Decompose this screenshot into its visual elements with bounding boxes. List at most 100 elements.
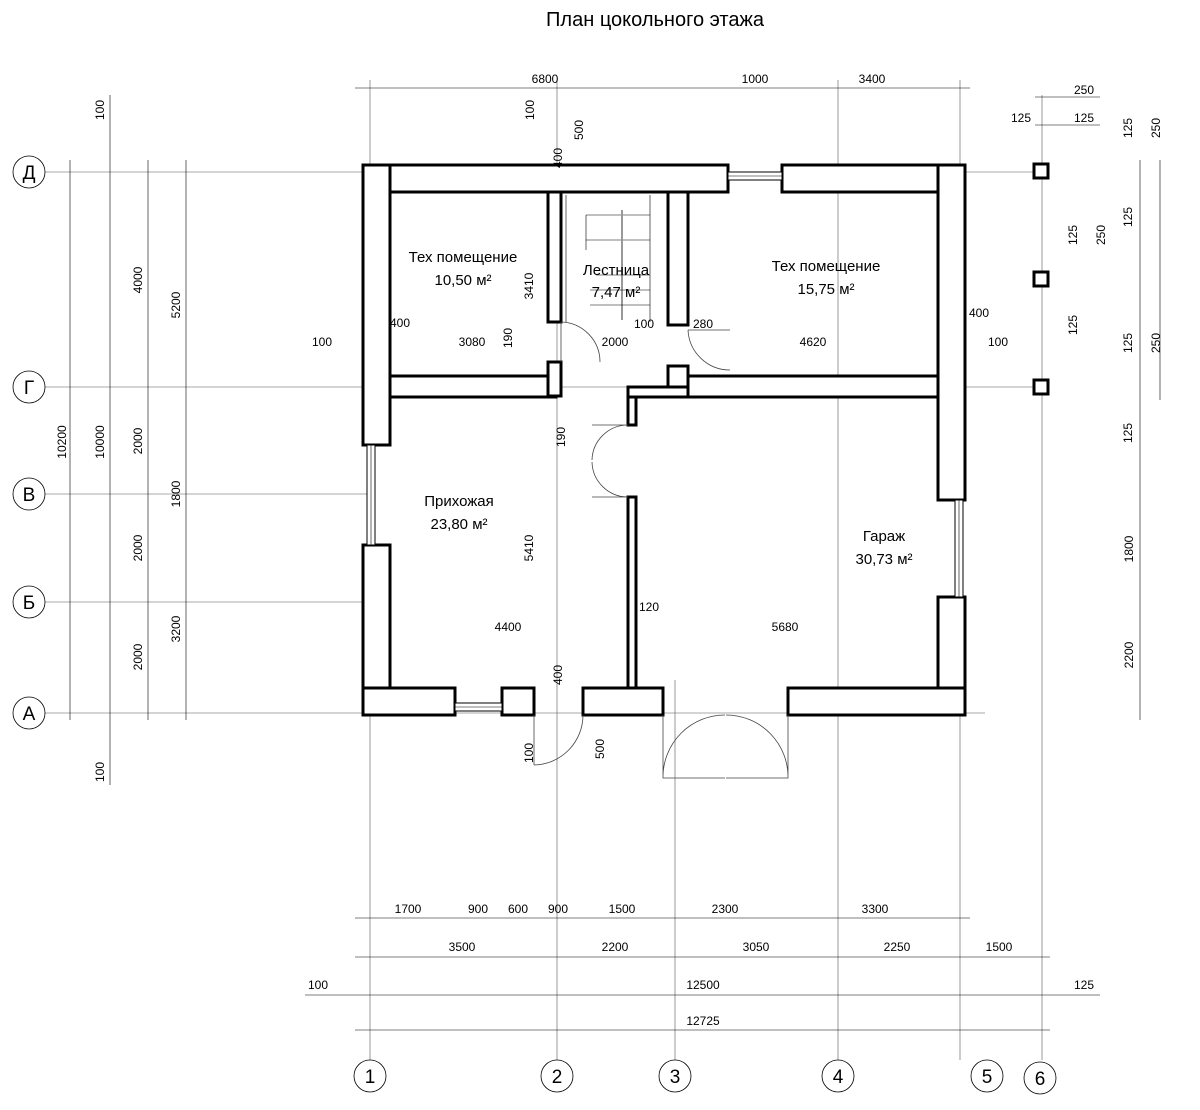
axis-bubbles-horizontal: Д Г В Б А	[12, 155, 46, 730]
dim-bottom: 125	[1074, 978, 1094, 992]
dim-bottom: 2300	[712, 902, 739, 916]
dim-left: 10200	[55, 425, 69, 459]
dim-right: 1800	[1122, 535, 1136, 562]
dim-left: 5200	[169, 291, 183, 318]
door-swings	[533, 321, 789, 779]
dim-right: 125	[1066, 225, 1080, 245]
top-dimensions: 6800 1000 3400	[532, 72, 886, 86]
svg-text:4: 4	[833, 1067, 844, 1088]
svg-text:Б: Б	[23, 593, 35, 614]
dim-right: 125	[1121, 118, 1135, 138]
axis-bubble-g: Г	[12, 370, 46, 404]
room-name: Лестница	[583, 262, 650, 279]
room-name: Гараж	[863, 528, 905, 545]
dim-left: 2000	[131, 643, 145, 670]
dim-interior: 100	[634, 317, 654, 331]
dim-interior: 120	[639, 600, 659, 614]
dim-right: 125	[1074, 111, 1094, 125]
dim-left: 100	[93, 762, 107, 782]
dim-left: 3200	[169, 615, 183, 642]
dim-bottom: 2200	[602, 940, 629, 954]
dim-right: 250	[1074, 83, 1094, 97]
dim-right: 125	[1066, 315, 1080, 335]
dim-right: 250	[1149, 333, 1163, 353]
dim-bottom: 1700	[395, 902, 422, 916]
stair-symbol	[565, 195, 651, 322]
room-hall: Прихожая 23,80 м²	[424, 493, 494, 533]
dim-interior: 190	[501, 328, 515, 348]
svg-text:3: 3	[670, 1067, 681, 1088]
axis-bubble-b: Б	[12, 585, 46, 619]
dim-interior: 100	[523, 100, 537, 120]
room-area: 10,50 м²	[434, 272, 491, 289]
dim-bottom: 1500	[986, 940, 1013, 954]
dim-interior: 400	[390, 316, 410, 330]
dim-right: 125	[1121, 333, 1135, 353]
dim-top: 3400	[859, 72, 886, 86]
axis-bubble-3: 3	[658, 1059, 692, 1093]
dim-left: 2000	[131, 534, 145, 561]
dim-interior: 400	[969, 306, 989, 320]
room-tech-2: Тех помещение 15,75 м²	[772, 258, 881, 298]
room-area: 23,80 м²	[430, 516, 487, 533]
windows	[366, 171, 964, 712]
room-name: Прихожая	[424, 493, 494, 510]
svg-text:1: 1	[365, 1067, 376, 1088]
dim-right: 250	[1149, 118, 1163, 138]
dim-bottom: 900	[548, 902, 568, 916]
room-garage: Гараж 30,73 м²	[855, 528, 912, 568]
svg-text:5: 5	[982, 1067, 993, 1088]
axis-bubble-5: 5	[970, 1059, 1004, 1093]
dim-total: 12725	[686, 1014, 720, 1028]
columns	[1032, 162, 1050, 396]
room-area: 15,75 м²	[797, 281, 854, 298]
axis-grid	[42, 80, 1045, 1060]
dim-right: 125	[1121, 423, 1135, 443]
room-name: Тех помещение	[772, 258, 881, 275]
axis-bubbles-vertical: 1 2 3 4 5 6	[353, 1059, 1057, 1095]
dim-top: 6800	[532, 72, 559, 86]
svg-text:Г: Г	[24, 378, 34, 399]
bottom-dimensions: 1700 900 600 900 1500 2300 3300 3500 220…	[308, 902, 1094, 1028]
dim-bottom: 2250	[884, 940, 911, 954]
room-tech-1: Тех помещение 10,50 м²	[409, 249, 518, 289]
axis-bubble-a: А	[12, 696, 46, 730]
dim-bottom: 1500	[609, 902, 636, 916]
svg-text:2: 2	[552, 1067, 563, 1088]
dim-bottom: 3500	[449, 940, 476, 954]
plan-title: План цокольного этажа	[546, 9, 765, 31]
dimension-lines	[69, 87, 1161, 1031]
dim-interior: 400	[551, 148, 565, 168]
room-stairs: Лестница 7,47 м²	[583, 262, 650, 301]
dim-interior: 500	[593, 739, 607, 759]
axis-bubble-1: 1	[353, 1059, 387, 1093]
svg-text:Д: Д	[23, 163, 36, 184]
dim-bottom: 12500	[686, 978, 720, 992]
dim-interior: 100	[312, 335, 332, 349]
room-area: 30,73 м²	[855, 551, 912, 568]
dim-interior: 500	[572, 120, 586, 140]
axis-bubble-4: 4	[821, 1059, 855, 1093]
dim-bottom: 3300	[862, 902, 889, 916]
dim-interior: 280	[693, 317, 713, 331]
dim-right: 125	[1121, 207, 1135, 227]
left-dimensions: 10200 10000 100 100 4000 2000 2000 2000 …	[55, 100, 183, 782]
right-dimensions: 1800 2200 125 125 250 250 125 250 125 12…	[1011, 83, 1163, 668]
dim-right: 2200	[1122, 641, 1136, 668]
dim-left: 4000	[131, 266, 145, 293]
svg-text:В: В	[23, 485, 36, 506]
dim-interior: 4400	[495, 620, 522, 634]
dim-interior: 190	[554, 427, 568, 447]
dim-left: 10000	[93, 425, 107, 459]
axis-bubble-2: 2	[540, 1059, 574, 1093]
dim-interior: 5410	[522, 534, 536, 561]
interior-dimensions: 100 500 400 400 3410 3080 190 2000 100 2…	[312, 100, 1008, 763]
dim-left: 1800	[169, 480, 183, 507]
room-area: 7,47 м²	[592, 284, 641, 301]
dim-right: 125	[1011, 111, 1031, 125]
dim-bottom: 900	[468, 902, 488, 916]
dim-interior: 2000	[602, 335, 629, 349]
dim-interior: 3080	[459, 335, 486, 349]
svg-text:6: 6	[1035, 1069, 1046, 1090]
